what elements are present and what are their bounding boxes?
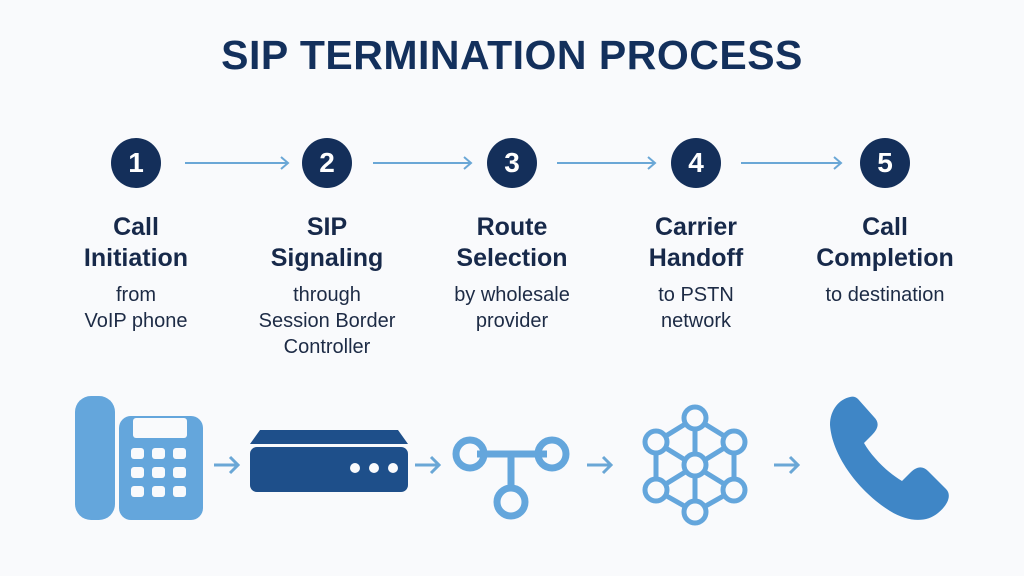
step-title-line: Call <box>862 213 908 241</box>
step-desc-line: VoIP phone <box>84 310 188 332</box>
step-title-line: Route <box>476 213 548 241</box>
step-4: 4 Carrier Handoff to PSTN network <box>596 138 796 334</box>
step-number-badge: 5 <box>860 138 910 188</box>
step-title-line: SIP <box>306 213 348 241</box>
arrow-right-icon <box>557 156 657 170</box>
step-number-badge: 4 <box>671 138 721 188</box>
step-number-badge: 3 <box>487 138 537 188</box>
step-desc-line: by wholesale <box>454 284 570 306</box>
arrow-right-icon <box>373 156 473 170</box>
step-title-line: Call <box>113 213 159 241</box>
step-1: 1 Call Initiation from VoIP phone <box>36 138 236 334</box>
step-title-line: Completion <box>816 244 954 272</box>
page-title: SIP TERMINATION PROCESS <box>221 32 803 78</box>
step-desc-line: to PSTN <box>658 284 734 306</box>
step-title-line: Handoff <box>648 244 744 272</box>
step-title: Call Initiation <box>36 212 236 274</box>
step-desc-line: to destination <box>825 284 945 306</box>
network-mesh-icon <box>640 402 750 528</box>
step-title: SIP Signaling <box>227 212 427 274</box>
step-number-badge: 1 <box>111 138 161 188</box>
step-desc-line: from <box>116 284 156 306</box>
step-5: 5 Call Completion to destination <box>785 138 985 308</box>
step-2: 2 SIP Signaling through Session Border C… <box>227 138 427 360</box>
arrow-right-icon <box>212 455 242 475</box>
arrow-right-icon <box>772 455 802 475</box>
step-desc-line: provider <box>475 310 549 332</box>
step-desc-line: Controller <box>283 336 371 358</box>
step-title-line: Signaling <box>270 244 384 272</box>
step-description: through Session Border Controller <box>227 282 427 360</box>
desk-phone-icon <box>75 394 205 522</box>
arrow-right-icon <box>185 156 290 170</box>
step-title-line: Initiation <box>83 244 189 272</box>
arrow-right-icon <box>741 156 843 170</box>
arrow-right-icon <box>413 455 443 475</box>
step-description: by wholesale provider <box>412 282 612 334</box>
session-border-controller-icon <box>250 430 408 492</box>
step-title-line: Carrier <box>655 213 737 241</box>
step-title-line: Selection <box>456 244 568 272</box>
step-3: 3 Route Selection by wholesale provider <box>412 138 612 334</box>
step-desc-line: network <box>660 310 732 332</box>
step-desc-line: Session Border <box>258 310 396 332</box>
step-number-badge: 2 <box>302 138 352 188</box>
phone-handset-icon <box>828 395 953 523</box>
step-description: to PSTN network <box>596 282 796 334</box>
step-description: from VoIP phone <box>36 282 236 334</box>
step-desc-line: through <box>293 284 361 306</box>
step-title: Carrier Handoff <box>596 212 796 274</box>
arrow-right-icon <box>585 455 615 475</box>
step-title: Route Selection <box>412 212 612 274</box>
route-branch-icon <box>452 432 572 522</box>
step-description: to destination <box>785 282 985 308</box>
step-title: Call Completion <box>785 212 985 274</box>
